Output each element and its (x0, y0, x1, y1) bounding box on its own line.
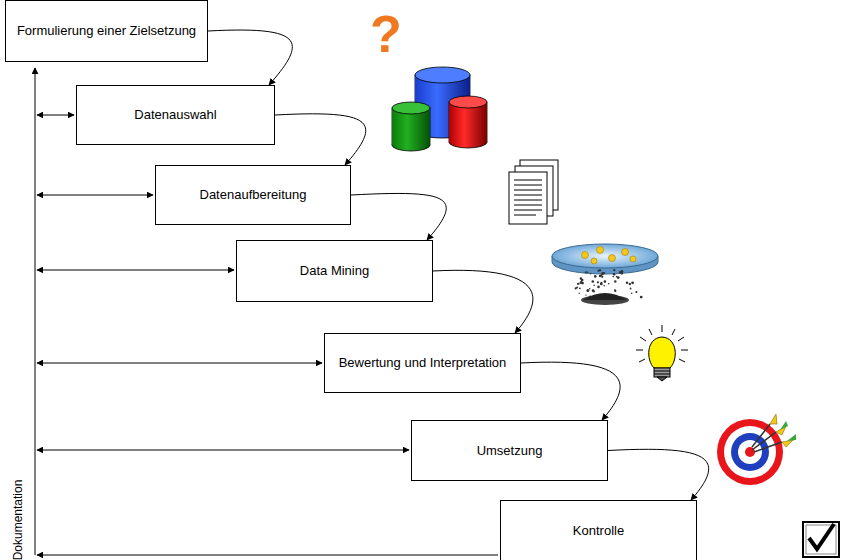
process-box: Formulierung einer Zielsetzung (5, 0, 208, 62)
box-label: Formulierung einer Zielsetzung (9, 23, 204, 39)
checkbox-icon (803, 522, 839, 557)
documentation-label: Dokumentation (12, 480, 24, 560)
process-box: Datenaufbereitung (155, 165, 351, 225)
flow-arrow (351, 193, 446, 240)
flow-arrow (208, 30, 292, 85)
sieve-icon (552, 244, 658, 305)
process-box: Kontrolle (500, 500, 697, 560)
documentation-arrows (35, 68, 498, 555)
box-label: Kontrolle (565, 523, 632, 539)
flow-arrow (608, 449, 709, 500)
process-box: Bewertung und Interpretation (324, 333, 521, 393)
process-box: Data Mining (236, 240, 433, 302)
target-icon (717, 414, 796, 485)
box-label: Umsetzung (469, 443, 551, 459)
flow-arrow (521, 362, 620, 420)
process-box: Datenauswahl (76, 85, 275, 145)
lightbulb-icon (636, 325, 688, 381)
box-label: Datenaufbereitung (192, 187, 315, 203)
question-mark: ? (370, 8, 402, 60)
box-label: Data Mining (292, 263, 377, 279)
process-box: Umsetzung (411, 420, 608, 481)
box-label: Bewertung und Interpretation (331, 355, 515, 371)
documents-icon (509, 160, 558, 224)
flow-arrow (275, 114, 366, 165)
flow-arrow (433, 270, 533, 333)
database-icon (392, 67, 487, 151)
box-label: Datenauswahl (126, 107, 224, 123)
